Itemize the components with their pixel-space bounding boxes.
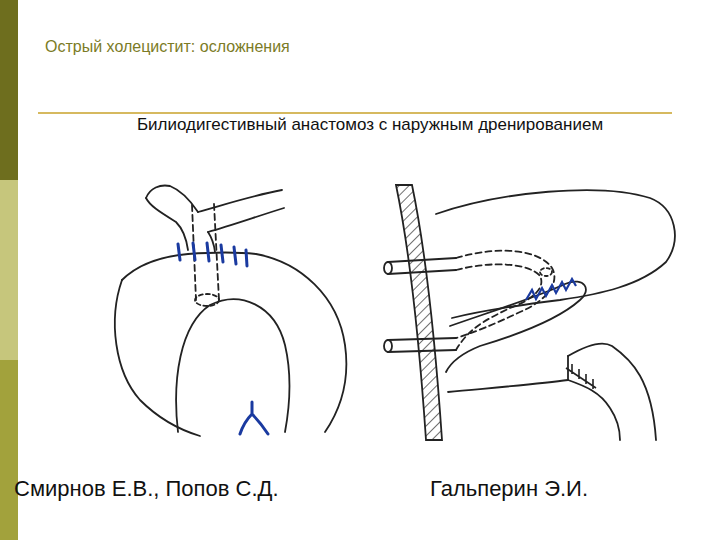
suture	[178, 243, 268, 434]
drain-tip	[195, 294, 219, 306]
abdominal-wall	[396, 185, 442, 440]
intestine-loop	[568, 380, 620, 440]
duct-wall	[198, 190, 282, 212]
drain-tube	[388, 338, 456, 352]
duct-wall	[208, 208, 284, 232]
slide-title: Острый холецистит: осложнения	[45, 36, 545, 58]
duct-wall	[146, 198, 188, 250]
intestine-loop	[568, 344, 656, 440]
suture	[566, 364, 596, 389]
intestine-outline	[122, 253, 346, 433]
intestine-outline	[176, 299, 289, 432]
suture-stitches	[566, 364, 596, 389]
subtitle: Билиодигестивный анастомоз с наружным др…	[110, 114, 630, 137]
author-caption: Смирнов Е.В., Попов С.Д.	[14, 474, 414, 504]
suture-stitches	[526, 279, 576, 300]
author-caption: Гальперин Э.И.	[430, 474, 680, 504]
drain-end	[384, 262, 392, 274]
suture	[526, 279, 576, 300]
side-bar	[0, 0, 18, 180]
anastomosis-left	[115, 186, 346, 437]
suture-knot	[240, 402, 268, 434]
suture-stitches	[178, 243, 247, 266]
jejunal-loop	[448, 380, 568, 392]
side-bar	[0, 180, 18, 360]
drain-end	[384, 340, 392, 352]
drain-tube	[388, 258, 456, 274]
jejunal-loop	[446, 282, 586, 372]
title-rule	[38, 112, 672, 114]
anastomosis-right	[384, 185, 675, 440]
intestine-outline	[115, 280, 200, 436]
transhepatic-drain	[456, 264, 541, 350]
drain-tip	[540, 268, 552, 276]
side-bar	[0, 360, 18, 540]
